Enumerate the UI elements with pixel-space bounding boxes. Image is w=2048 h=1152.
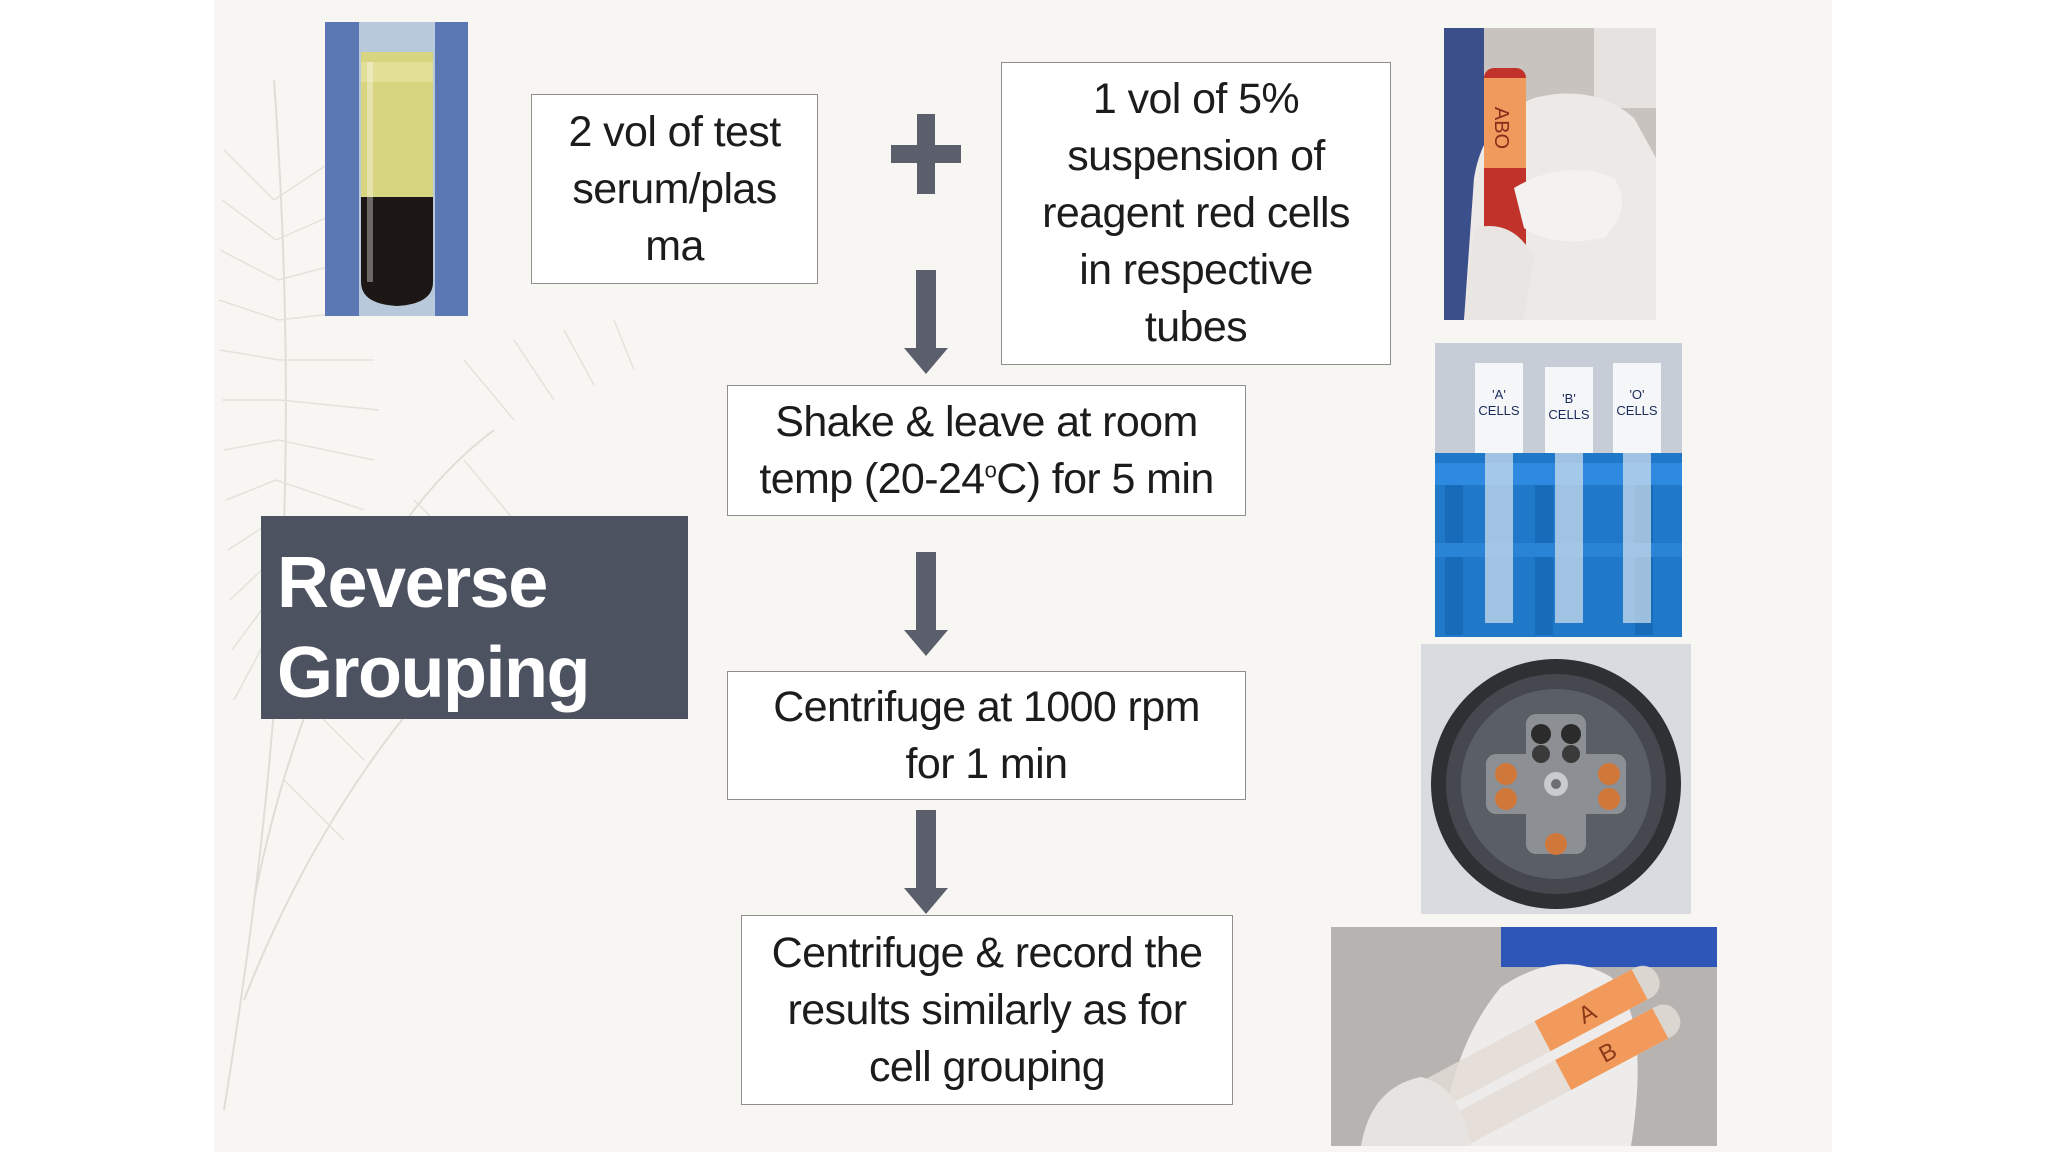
step-shake-tail: C) for 5 min [996, 454, 1214, 503]
cell-rack-photo: 'A'CELLS 'B'CELLS 'O'CELLS [1435, 343, 1682, 637]
step-suspension-box: 1 vol of 5% suspension of reagent red ce… [1001, 62, 1391, 365]
step-suspension-text: 1 vol of 5% suspension of reagent red ce… [1042, 75, 1350, 351]
rack-label-a: 'A'CELLS [1478, 387, 1520, 418]
slide-title: Reverse Grouping [277, 543, 590, 713]
slide: Reverse Grouping 2 vol of test serum/pla… [214, 0, 1832, 1152]
step-shake-text: Shake & leave at room temp (20-24oC) for… [759, 394, 1214, 508]
step-centrifuge-text: Centrifuge at 1000 rpm for 1 min [773, 682, 1200, 788]
down-arrow-icon [904, 810, 948, 914]
title-panel: Reverse Grouping [261, 516, 688, 719]
down-arrow-icon [904, 552, 948, 656]
centrifuge-photo [1421, 644, 1691, 914]
step-shake-box: Shake & leave at room temp (20-24oC) for… [727, 385, 1246, 516]
step-shake-main: Shake & leave at room temp (20-24 [759, 397, 1198, 503]
rack-label-o: 'O'CELLS [1616, 387, 1658, 418]
step-centrifuge-box: Centrifuge at 1000 rpm for 1 min [727, 671, 1246, 800]
step-shake-superscript: o [984, 457, 997, 483]
step-record-box: Centrifuge & record the results similarl… [741, 915, 1233, 1105]
plus-icon [891, 114, 961, 194]
step-serum-text: 2 vol of test serum/plas ma [568, 107, 781, 270]
handheld-tube-label: ABO [1490, 107, 1512, 149]
handheld-tube-photo: ABO [1444, 28, 1656, 320]
down-arrow-icon [904, 270, 948, 374]
final-tubes-photo: A B [1331, 927, 1717, 1146]
serum-tube-photo [325, 22, 468, 316]
step-record-text: Centrifuge & record the results similarl… [771, 928, 1203, 1091]
step-serum-box: 2 vol of test serum/plas ma [531, 94, 818, 284]
rack-label-b: 'B'CELLS [1548, 391, 1590, 422]
